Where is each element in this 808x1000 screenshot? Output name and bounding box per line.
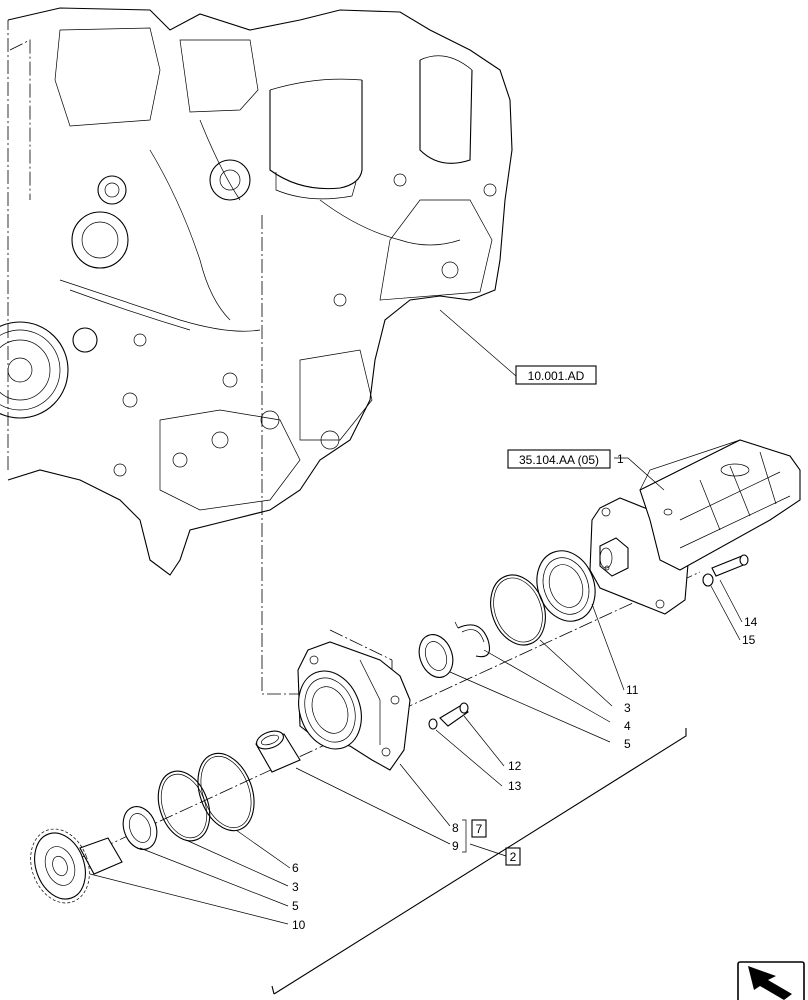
o-ring-large [197, 752, 255, 832]
callout-3-lower: 3 [292, 880, 299, 894]
callout-6: 6 [292, 861, 299, 875]
callout-labels: 1 11 3 4 5 14 15 12 13 8 9 6 3 5 10 [292, 452, 758, 932]
callout-leaders [89, 457, 743, 925]
reference-engine: 10.001.AD [439, 309, 597, 385]
callout-13: 13 [508, 779, 522, 793]
pump-housing [297, 641, 411, 771]
bushing [255, 730, 301, 773]
callout-8: 8 [452, 821, 459, 835]
group-bracket-line [273, 728, 687, 995]
o-ring-lower [157, 770, 211, 842]
drive-gear [30, 828, 123, 904]
callout-5-upper: 5 [624, 737, 631, 751]
bracket-8-9 [462, 819, 467, 853]
svg-text:2: 2 [510, 850, 517, 864]
svg-text:10.001.AD: 10.001.AD [528, 369, 585, 383]
reference-box-2: 2 [469, 843, 521, 866]
bolt-and-washer [702, 554, 749, 587]
callout-10: 10 [292, 918, 306, 932]
callout-15: 15 [742, 633, 756, 647]
group-bracket-end [271, 985, 275, 995]
callout-12: 12 [508, 759, 522, 773]
callout-5-lower: 5 [292, 899, 299, 913]
engine-block [0, 7, 513, 576]
hydraulic-pump [589, 439, 801, 615]
callout-14: 14 [744, 615, 758, 629]
shim-lower [122, 806, 158, 850]
next-page-arrow-icon[interactable] [737, 961, 805, 1000]
snap-ring [454, 621, 491, 658]
callout-1: 1 [617, 452, 624, 466]
o-ring-upper [490, 574, 546, 646]
callout-9: 9 [452, 839, 459, 853]
callout-4: 4 [624, 719, 631, 733]
screw-and-washer [428, 702, 469, 730]
reference-box-7: 7 [471, 819, 487, 838]
reference-pump: 35.104.AA (05) [507, 449, 611, 469]
svg-text:7: 7 [476, 822, 483, 836]
callout-11: 11 [626, 683, 639, 697]
svg-text:35.104.AA (05): 35.104.AA (05) [519, 453, 599, 467]
shim-upper [418, 634, 454, 678]
callout-3-upper: 3 [624, 701, 631, 715]
